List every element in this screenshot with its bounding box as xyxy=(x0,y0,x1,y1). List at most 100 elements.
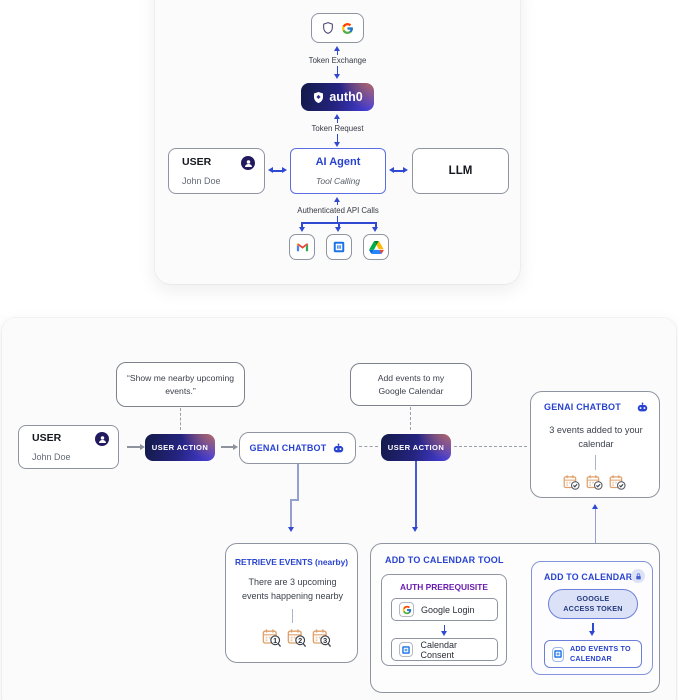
arrow-up-api-calls xyxy=(334,197,340,202)
calendar-check-icon xyxy=(609,474,627,492)
google-calendar-icon xyxy=(399,642,414,657)
line xyxy=(336,51,339,55)
authenticated-api-calls-label: Authenticated API Calls xyxy=(297,206,379,215)
arrow-down-token-exchange xyxy=(334,74,340,79)
google-access-token-label: GOOGLE ACCESS TOKEN xyxy=(563,593,623,613)
dashed-connector xyxy=(359,446,378,448)
user-action-pill-2: USER ACTION xyxy=(381,434,451,461)
user-avatar-icon xyxy=(241,156,255,170)
arrow-left-agent-llm xyxy=(389,167,394,174)
line xyxy=(336,216,339,223)
ai-agent-title: AI Agent xyxy=(315,156,361,168)
arrow-right-user-action xyxy=(140,443,145,450)
speech-show-events-box: “Show me nearby upcoming events.” xyxy=(116,362,245,407)
google-drive-icon xyxy=(369,241,384,254)
identity-providers-box xyxy=(311,13,364,43)
google-login-button: Google Login xyxy=(391,598,498,621)
line xyxy=(393,170,404,172)
robot-icon xyxy=(332,442,345,455)
connector-line xyxy=(297,464,299,501)
auth0-brand-label: auth0 xyxy=(329,90,363,104)
arrow-down-retrieve-events xyxy=(288,527,294,532)
auth-prerequisite-title: AUTH PREREQUISITE xyxy=(400,582,488,592)
add-events-to-calendar-label: ADD EVENTS TO CALENDAR xyxy=(570,643,631,663)
google-drive-service-box xyxy=(363,234,389,260)
google-g-icon xyxy=(399,602,414,617)
events-added-message: 3 events added to your calendar xyxy=(549,425,643,450)
line xyxy=(375,222,377,228)
auth0-logo-icon xyxy=(312,91,325,104)
arrow-down-drive xyxy=(372,227,379,232)
arrow-down-calendar xyxy=(335,227,342,232)
line xyxy=(336,134,339,142)
auth0-shield-icon xyxy=(321,21,335,35)
robot-icon xyxy=(636,401,649,414)
line xyxy=(127,446,140,448)
user-action-label: USER ACTION xyxy=(151,443,209,452)
user-box-top: USER John Doe xyxy=(168,148,265,194)
retrieve-events-message: There are 3 upcoming events happening ne… xyxy=(241,577,344,601)
retrieve-events-box: RETRIEVE EVENTS (nearby) There are 3 upc… xyxy=(225,543,358,663)
line xyxy=(592,623,594,631)
line xyxy=(336,66,339,74)
dashed-connector xyxy=(454,446,527,448)
user-action-label: USER ACTION xyxy=(387,443,445,452)
arrow-right-chatbot xyxy=(233,443,238,450)
arrow-down-consent xyxy=(440,631,447,636)
line xyxy=(443,625,446,631)
arrow-right-user-agent xyxy=(282,167,288,174)
google-calendar-icon xyxy=(552,646,564,662)
user-name: John Doe xyxy=(32,452,71,462)
line xyxy=(272,170,283,172)
genai-chatbot-box-2: GENAI CHATBOT 3 events added to your cal… xyxy=(530,391,660,498)
line xyxy=(338,222,340,228)
user-box-bottom: USER John Doe xyxy=(18,425,119,469)
connector-line xyxy=(594,509,597,543)
connector-line xyxy=(290,499,299,501)
arrow-down-add-events xyxy=(589,631,596,636)
gmail-service-box xyxy=(289,234,315,260)
arrow-down-token-request xyxy=(334,142,340,147)
connector-line xyxy=(415,461,417,527)
speech-show-events-text: “Show me nearby upcoming events.” xyxy=(127,373,234,396)
calendar-consent-label: Calendar Consent xyxy=(420,639,457,660)
dashed-connector xyxy=(180,408,181,430)
speech-add-events-text: Add events to my Google Calendar xyxy=(377,373,445,396)
calendar-check-icon xyxy=(563,474,581,492)
llm-title: LLM xyxy=(448,165,473,177)
add-to-calendar-tool-box: ADD TO CALENDAR TOOL AUTH PREREQUISITE G… xyxy=(370,543,660,693)
genai-chatbot-label: GENAI CHATBOT xyxy=(249,443,327,453)
token-request-label: Token Request xyxy=(311,124,364,133)
dashed-connector xyxy=(410,407,411,430)
arrow-down-gmail xyxy=(298,227,305,232)
user-title: USER xyxy=(182,156,212,168)
line xyxy=(336,119,339,123)
genai-chatbot-box-1: GENAI CHATBOT xyxy=(239,432,356,464)
google-login-label: Google Login xyxy=(421,604,475,615)
arrow-left-user-agent xyxy=(268,167,273,174)
token-exchange-label: Token Exchange xyxy=(308,56,367,65)
line xyxy=(336,202,339,205)
arrow-up-chatbot-result xyxy=(591,504,598,509)
auth-prerequisite-box: AUTH PREREQUISITE Google Login Calendar … xyxy=(381,574,507,666)
google-g-icon xyxy=(341,22,354,35)
calendar-search-icon: 1 xyxy=(262,629,282,647)
connector-line xyxy=(290,499,292,528)
lock-icon xyxy=(631,569,645,583)
ai-agent-subtitle: Tool Calling xyxy=(315,176,361,186)
user-avatar-icon xyxy=(95,432,109,446)
arrow-up-token-request xyxy=(334,114,340,119)
event-number: 3 xyxy=(323,636,327,645)
google-access-token-pill: GOOGLE ACCESS TOKEN xyxy=(548,589,638,619)
speech-add-events-box: Add events to my Google Calendar xyxy=(350,363,472,406)
event-number: 2 xyxy=(298,636,302,645)
auth0-pill: auth0 xyxy=(301,83,374,111)
calendar-consent-button: Calendar Consent xyxy=(391,638,498,661)
arrow-up-token-exchange xyxy=(334,46,340,51)
retrieve-events-title: RETRIEVE EVENTS (nearby) xyxy=(234,557,349,567)
user-name: John Doe xyxy=(182,176,221,186)
calendar-search-icon: 2 xyxy=(287,629,307,647)
arrow-down-calendar-tool xyxy=(412,527,419,532)
llm-box: LLM xyxy=(412,148,509,194)
add-events-to-calendar-button: ADD EVENTS TO CALENDAR xyxy=(544,640,642,668)
